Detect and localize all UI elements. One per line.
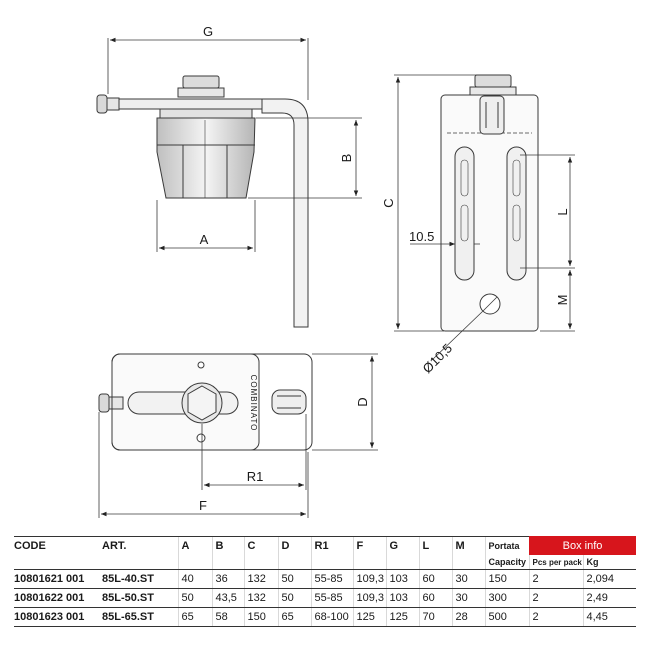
- header-a: A: [177, 536, 212, 555]
- label-r1: R1: [247, 469, 264, 484]
- cell-kg: 2,49: [582, 588, 636, 608]
- cell-r1: 68-100: [310, 607, 353, 627]
- header-portata: Portata: [484, 536, 529, 555]
- header-b: B: [211, 536, 244, 555]
- dimension-g: [107, 37, 309, 100]
- cell-l: 60: [418, 569, 452, 589]
- label-hole-diameter: Ø10,5: [420, 340, 456, 376]
- top-view: [98, 353, 307, 451]
- cell-m: 30: [451, 588, 485, 608]
- brand-mark: COMBINATO: [249, 375, 258, 432]
- dimension-f: [98, 412, 309, 518]
- cell-d: 50: [277, 569, 311, 589]
- cell-art: 85L-40.ST: [102, 569, 178, 589]
- dimension-b: [248, 117, 362, 199]
- label-c: C: [381, 198, 396, 207]
- cell-r1: 55-85: [310, 588, 353, 608]
- cell-art: 85L-50.ST: [102, 588, 178, 608]
- cell-f: 109,3: [352, 588, 386, 608]
- cell-a: 65: [177, 607, 212, 627]
- dimension-l-m: [520, 154, 575, 332]
- cell-l: 70: [418, 607, 452, 627]
- cell-code: 10801621 001: [14, 569, 102, 589]
- header-c: C: [243, 536, 278, 555]
- cell-pcs: 2: [528, 569, 583, 589]
- dimension-a: [156, 200, 256, 252]
- dimension-hole: [431, 296, 498, 361]
- cell-d: 65: [277, 607, 311, 627]
- dimension-c: [394, 74, 478, 332]
- cell-pcs: 2: [528, 607, 583, 627]
- cell-code: 10801622 001: [14, 588, 102, 608]
- front-view: [440, 74, 539, 332]
- header-m: M: [451, 536, 485, 555]
- table-subheader-row: Capacity Pcs per pack Kg: [14, 555, 636, 570]
- cell-art: 85L-65.ST: [102, 607, 178, 627]
- cell-capacity: 300: [484, 588, 529, 608]
- cell-capacity: 150: [484, 569, 529, 589]
- cell-g: 125: [385, 607, 419, 627]
- cell-a: 50: [177, 588, 212, 608]
- dimension-d: [312, 353, 378, 451]
- label-slot-width: 10.5: [409, 229, 434, 244]
- header-capacity: Capacity: [484, 555, 529, 570]
- cell-f: 125: [352, 607, 386, 627]
- spec-table: CODE ART. A B C D R1 F G L M Portata Box…: [14, 536, 636, 627]
- header-r1: R1: [310, 536, 353, 555]
- header-l: L: [418, 536, 452, 555]
- cell-f: 109,3: [352, 569, 386, 589]
- header-art: ART.: [102, 536, 178, 555]
- table-header-row: CODE ART. A B C D R1 F G L M Portata Box…: [14, 536, 636, 555]
- label-m: M: [555, 295, 570, 306]
- cell-l: 60: [418, 588, 452, 608]
- cell-m: 30: [451, 569, 485, 589]
- cell-d: 50: [277, 588, 311, 608]
- cell-capacity: 500: [484, 607, 529, 627]
- cell-a: 40: [177, 569, 212, 589]
- cell-g: 103: [385, 569, 419, 589]
- label-l: L: [555, 208, 570, 215]
- header-pcs-per-pack: Pcs per pack: [528, 555, 583, 570]
- side-view: [96, 75, 309, 328]
- top-view-plate: [111, 353, 313, 451]
- label-b: B: [339, 154, 354, 163]
- dimension-r1: [201, 414, 307, 490]
- header-box-info: Box info: [529, 536, 636, 555]
- header-kg: Kg: [582, 555, 636, 570]
- cell-c: 150: [243, 607, 278, 627]
- cell-b: 43,5: [211, 588, 244, 608]
- cell-c: 132: [243, 569, 278, 589]
- label-g: G: [203, 24, 213, 39]
- cell-c: 132: [243, 588, 278, 608]
- label-d: D: [355, 397, 370, 406]
- technical-drawing: G B A C: [96, 24, 575, 518]
- cell-b: 36: [211, 569, 244, 589]
- label-f: F: [199, 498, 207, 513]
- cell-pcs: 2: [528, 588, 583, 608]
- label-a: A: [200, 232, 209, 247]
- cell-b: 58: [211, 607, 244, 627]
- header-code: CODE: [14, 536, 102, 555]
- cell-kg: 2,094: [582, 569, 636, 589]
- cell-m: 28: [451, 607, 485, 627]
- header-d: D: [277, 536, 311, 555]
- cell-kg: 4,45: [582, 607, 636, 627]
- cell-code: 10801623 001: [14, 607, 102, 627]
- cell-g: 103: [385, 588, 419, 608]
- header-f: F: [352, 536, 386, 555]
- header-g: G: [385, 536, 419, 555]
- cell-r1: 55-85: [310, 569, 353, 589]
